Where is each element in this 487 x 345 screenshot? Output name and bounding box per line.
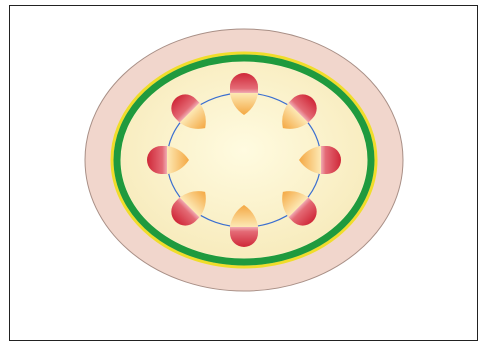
vascular-cross-section-diagram — [0, 0, 487, 345]
